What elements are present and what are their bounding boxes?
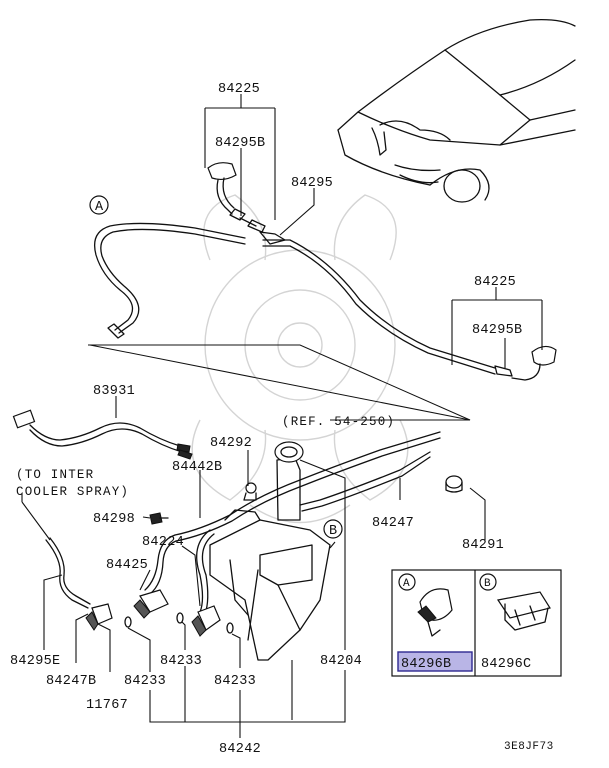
clip-84296C-drawing <box>496 591 551 631</box>
label-11767: 11767 <box>86 698 128 713</box>
label-84292: 84292 <box>210 436 252 451</box>
hose-84295E <box>45 537 91 609</box>
inset-a-letter: A <box>403 578 410 590</box>
leader-lines <box>21 94 543 738</box>
grommet-84291 <box>445 475 463 493</box>
label-84296C: 84296C <box>481 657 531 672</box>
label-84233-a: 84233 <box>160 654 202 669</box>
inset-box: A B 84296B 84296C <box>391 569 562 677</box>
callout-line-diag <box>89 344 471 421</box>
label-83931: 83931 <box>93 384 135 399</box>
label-84425: 84425 <box>106 558 148 573</box>
label-84233-b: 84233 <box>124 674 166 689</box>
upper-hose <box>93 208 513 377</box>
label-84204: 84204 <box>320 654 362 669</box>
highlight-84296B <box>397 651 473 672</box>
label-84295B-top: 84295B <box>215 136 265 151</box>
pump-84247B <box>85 603 113 631</box>
label-84225-top: 84225 <box>218 82 260 97</box>
label-84225-right: 84225 <box>474 275 516 290</box>
figure-code: 3E8JF73 <box>504 741 554 753</box>
wire-harness <box>12 409 193 460</box>
label-84295E: 84295E <box>10 654 60 669</box>
callout-A: A <box>89 195 109 215</box>
washer-nozzle-right <box>511 345 557 381</box>
label-84242: 84242 <box>219 742 261 757</box>
callout-a-letter: A <box>95 200 104 215</box>
callout-b-letter: B <box>329 524 337 539</box>
callout-line-upper <box>88 344 471 421</box>
inter-note-line1: (TO INTER <box>16 468 94 482</box>
pump-84425 <box>133 589 169 619</box>
callout-B: B <box>323 519 343 539</box>
label-84295: 84295 <box>291 176 333 191</box>
ref-note: (REF. 54-250) <box>282 415 395 429</box>
label-84224: 84224 <box>142 535 184 550</box>
inter-note-line2: COOLER SPRAY) <box>16 485 129 499</box>
watermark-emblem <box>191 194 409 524</box>
car-outline <box>337 18 576 203</box>
label-84247: 84247 <box>372 516 414 531</box>
clip-84298 <box>149 512 169 525</box>
part-labels: 84225 84295B 84295 84225 84295B 83931 (R… <box>10 82 554 757</box>
inset-b-letter: B <box>484 578 491 590</box>
label-84442B: 84442B <box>172 460 222 475</box>
label-84298: 84298 <box>93 512 135 527</box>
pump-84224 <box>191 605 221 637</box>
label-84247B: 84247B <box>46 674 96 689</box>
grommets-84233 <box>124 612 234 634</box>
washer-nozzle-left <box>207 162 237 215</box>
clip-84296B-drawing <box>417 588 453 637</box>
label-84296B: 84296B <box>401 657 451 672</box>
label-84291: 84291 <box>462 538 504 553</box>
label-84295B-right: 84295B <box>472 323 522 338</box>
hose-84247 <box>144 431 441 615</box>
label-84233-c: 84233 <box>214 674 256 689</box>
washer-tank <box>209 441 331 661</box>
